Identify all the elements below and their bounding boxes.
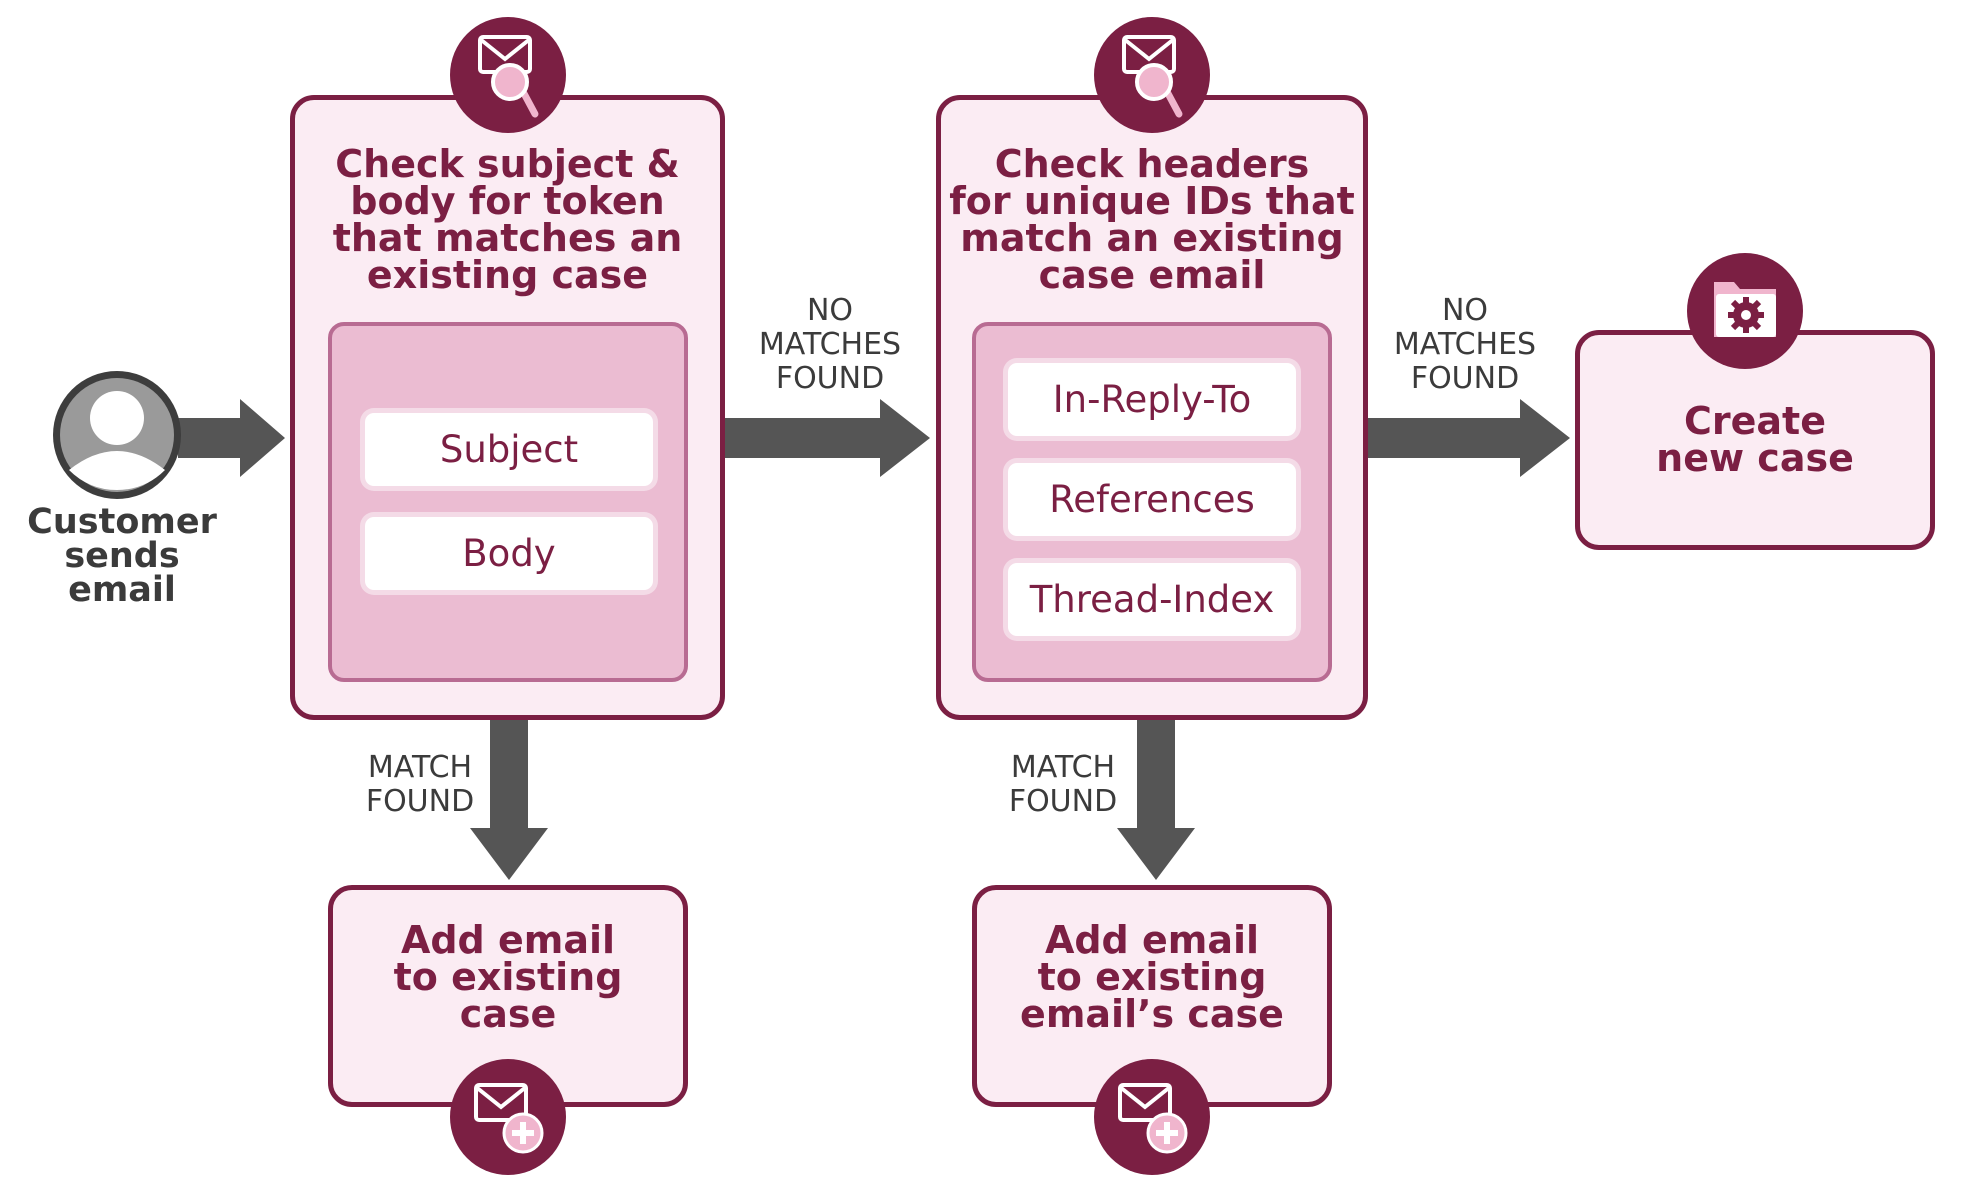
user-avatar-icon (53, 371, 181, 499)
edge-label-match-1: MATCH FOUND (365, 750, 475, 819)
edge-label-match-2: MATCH FOUND (1008, 750, 1118, 819)
email-add-icon (450, 1059, 566, 1175)
step1-title: Check subject & body for token that matc… (332, 142, 683, 297)
result1-title: Add email to existing case (393, 918, 623, 1036)
email-add-icon (1094, 1059, 1210, 1175)
field-subject: Subject (365, 413, 653, 486)
edge-label-no-match-2: NO MATCHES FOUND (1393, 293, 1537, 396)
field-in-reply-to: In-Reply-To (1008, 363, 1296, 436)
folder-gear-icon (1687, 253, 1803, 369)
step2-title: Check headers for unique IDs that match … (949, 142, 1355, 297)
result2-title: Add email to existing email’s case (1020, 918, 1284, 1036)
create-case-title: Create new case (1656, 399, 1854, 480)
edge-label-no-match-1: NO MATCHES FOUND (758, 293, 902, 396)
field-references: References (1008, 463, 1296, 536)
arrow-step1-to-step2 (725, 399, 930, 477)
arrow-step2-to-create (1368, 399, 1570, 477)
customer-label: Customer sends email (27, 502, 217, 610)
field-thread-index: Thread-Index (1008, 563, 1296, 636)
email-search-icon (450, 17, 566, 133)
arrow-step1-to-result1 (470, 715, 548, 880)
field-body: Body (365, 517, 653, 590)
email-search-icon (1094, 17, 1210, 133)
step1-fields-panel (328, 322, 688, 682)
arrow-step2-to-result2 (1117, 715, 1195, 880)
arrow-customer-to-step1 (178, 399, 285, 477)
